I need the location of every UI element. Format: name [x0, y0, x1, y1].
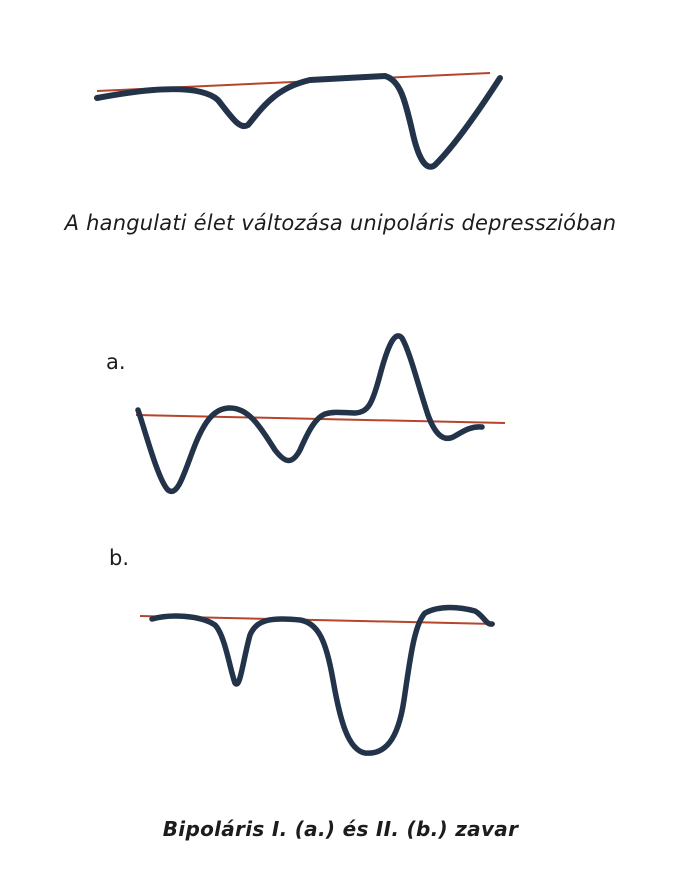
panel-label-a: a.: [106, 350, 126, 374]
bipolar-2-diagram: [139, 604, 496, 756]
panel-label-b: b.: [109, 546, 130, 570]
unipolar-mood-curve: [94, 73, 503, 170]
bipolar-2-mood-curve: [149, 604, 495, 756]
bipolar-caption: Bipoláris I. (a.) és II. (b.) zavar: [162, 817, 519, 841]
bipolar-1-mood-curve: [135, 333, 485, 495]
unipolar-caption: A hangulati élet változása unipoláris de…: [64, 211, 617, 235]
bipolar-1-diagram: [135, 333, 506, 495]
unipolar-diagram: [94, 72, 503, 170]
